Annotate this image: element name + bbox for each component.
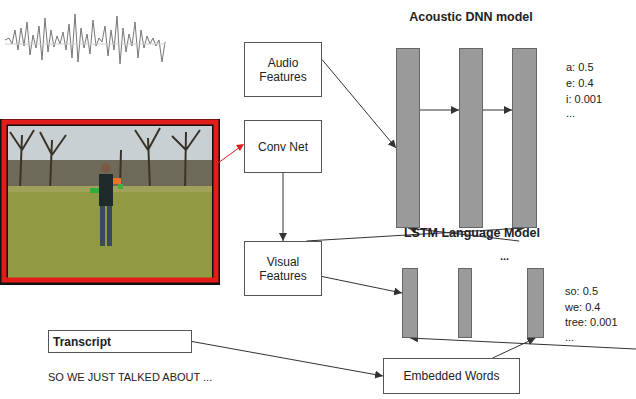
connector-arrow xyxy=(410,338,636,358)
layer-bar xyxy=(459,48,483,228)
probability-label: a: 0.5 xyxy=(566,61,594,74)
probability-label: ... xyxy=(566,107,575,120)
transcript-text: SO WE JUST TALKED ABOUT ... xyxy=(48,371,212,384)
axis-line xyxy=(5,44,165,45)
embedding-box: Embedded Words xyxy=(383,358,520,394)
connector xyxy=(192,342,383,377)
feature-box: Audio Features xyxy=(244,42,322,97)
box-label: Conv Net xyxy=(258,140,308,154)
crop-pointer xyxy=(218,147,240,163)
connector xyxy=(322,60,396,149)
box-label: Embedded Words xyxy=(404,369,500,383)
probability-label: ... xyxy=(500,250,509,263)
layer-arrow xyxy=(420,110,459,111)
layer-bar xyxy=(512,48,537,228)
dnn-model: Acoustic DNN model xyxy=(392,10,550,230)
layer-bar xyxy=(396,48,420,228)
probability-label: so: 0.5 xyxy=(565,285,598,298)
probability-label: i: 0.001 xyxy=(566,93,602,106)
audio-waveform xyxy=(5,14,165,64)
box-label: Audio Features xyxy=(249,56,317,84)
probability-label: ... xyxy=(565,331,574,344)
probability-label: e: 0.4 xyxy=(566,77,594,90)
connector-arrow xyxy=(192,342,383,377)
connector xyxy=(283,173,284,241)
layer-bar xyxy=(458,268,472,338)
connector xyxy=(322,277,402,294)
video-frame xyxy=(0,119,220,285)
process-box: Conv Net xyxy=(244,120,322,173)
connector xyxy=(410,338,636,358)
box-label: Visual Features xyxy=(249,255,317,283)
layer-arrow xyxy=(483,110,512,111)
input-box: Transcript xyxy=(48,330,192,353)
connector-arrow xyxy=(322,60,396,149)
lstm-model: LSTM Language Model xyxy=(392,226,552,340)
layer-bar xyxy=(402,268,418,338)
connector-arrow xyxy=(322,277,402,294)
probability-label: we: 0.4 xyxy=(565,301,600,314)
box-label: Transcript xyxy=(53,335,111,349)
model-title: LSTM Language Model xyxy=(392,226,552,240)
connector-arrow xyxy=(283,173,284,241)
probability-label: tree: 0.001 xyxy=(565,316,618,329)
feature-box: Visual Features xyxy=(244,241,322,296)
crop-pointer-head xyxy=(236,144,244,151)
connector-arrow xyxy=(493,338,536,358)
model-title: Acoustic DNN model xyxy=(392,10,550,24)
layer-bar xyxy=(527,268,544,338)
